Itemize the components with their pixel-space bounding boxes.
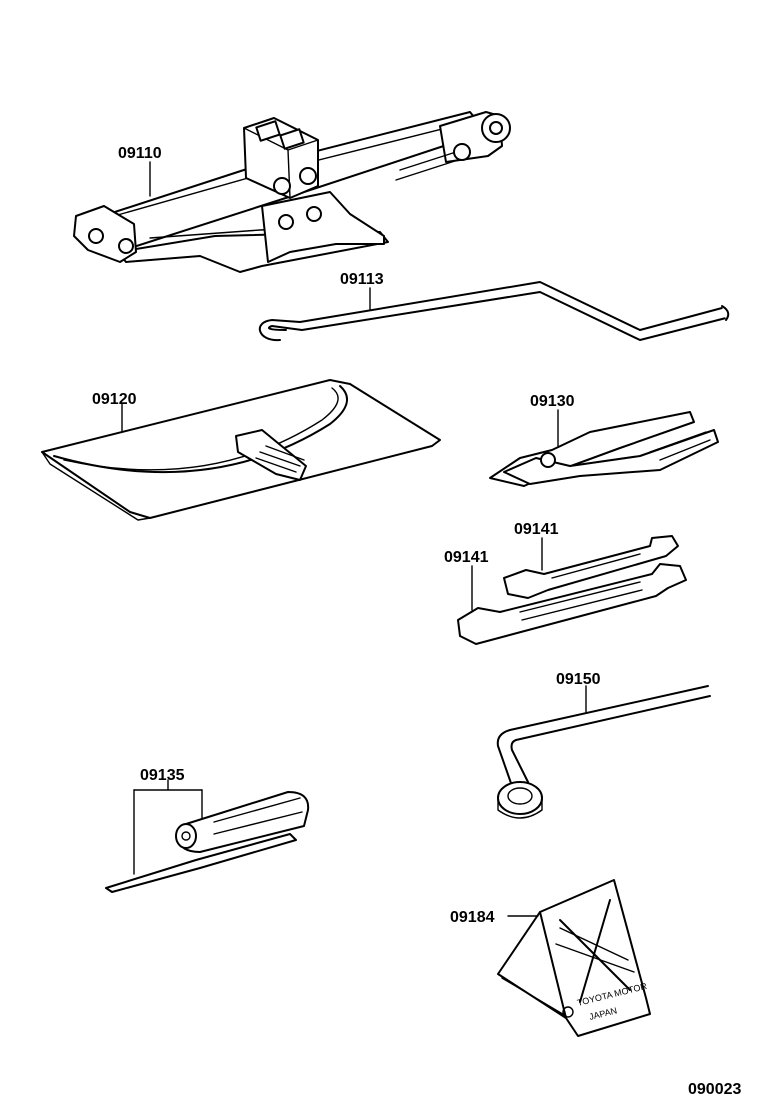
wheel-chock-illustration: TOYOTA MOTOR JAPAN [497,879,651,1037]
part-label-09110: 09110 [118,145,162,162]
scissor-jack-illustration [73,111,511,273]
tool-bag-illustration [41,379,441,521]
lug-wrench-illustration [496,685,711,819]
part-label-09113: 09113 [340,271,384,288]
wrench-small-illustration [503,535,679,599]
screwdriver-illustration [105,791,310,893]
part-label-09130: 09130 [530,393,575,410]
part-label-09120: 09120 [92,391,137,408]
diagram-code: 090023 [688,1081,741,1098]
jack-handle-illustration [258,281,730,342]
wrench-large-illustration [457,563,687,645]
part-label-09141-upper: 09141 [514,521,559,538]
part-label-09141-lower: 09141 [444,549,489,566]
part-label-09184: 09184 [450,909,495,926]
part-label-09150: 09150 [556,671,601,688]
pliers-illustration [489,411,719,487]
part-label-09135: 09135 [140,767,185,784]
